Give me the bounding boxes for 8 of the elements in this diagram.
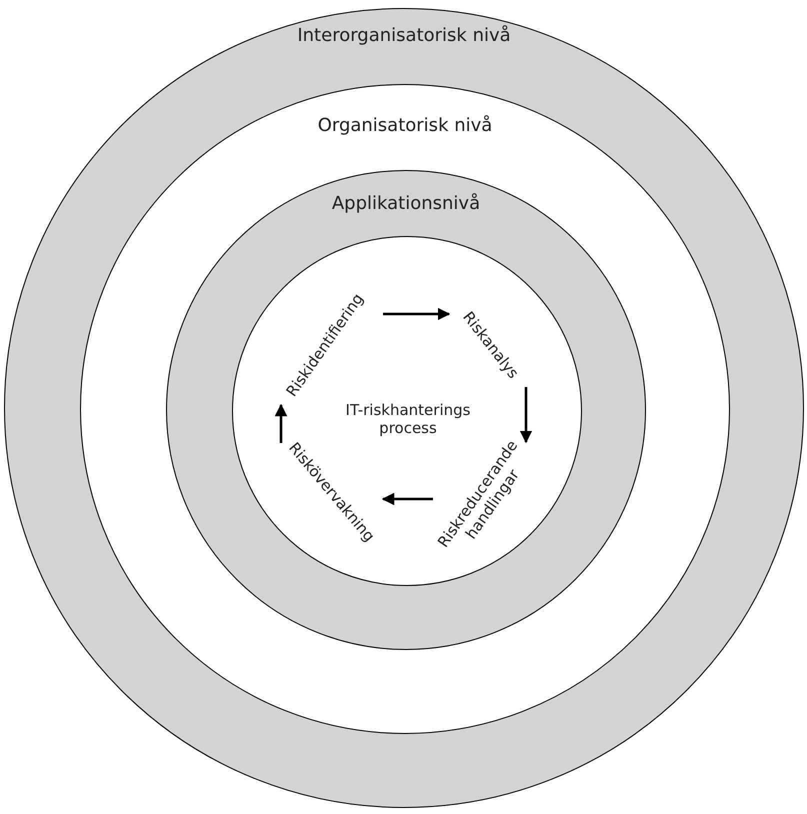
- arrow: [274, 404, 288, 443]
- arrow: [382, 492, 433, 506]
- process-label: IT-riskhanterings process: [344, 401, 472, 437]
- level-label: Organisatorisk nivå: [318, 115, 492, 136]
- arrow: [383, 308, 450, 320]
- level-label: Interorganisatorisk nivå: [297, 25, 511, 46]
- arrow: [520, 387, 532, 444]
- level-label: Applikationsnivå: [332, 193, 480, 214]
